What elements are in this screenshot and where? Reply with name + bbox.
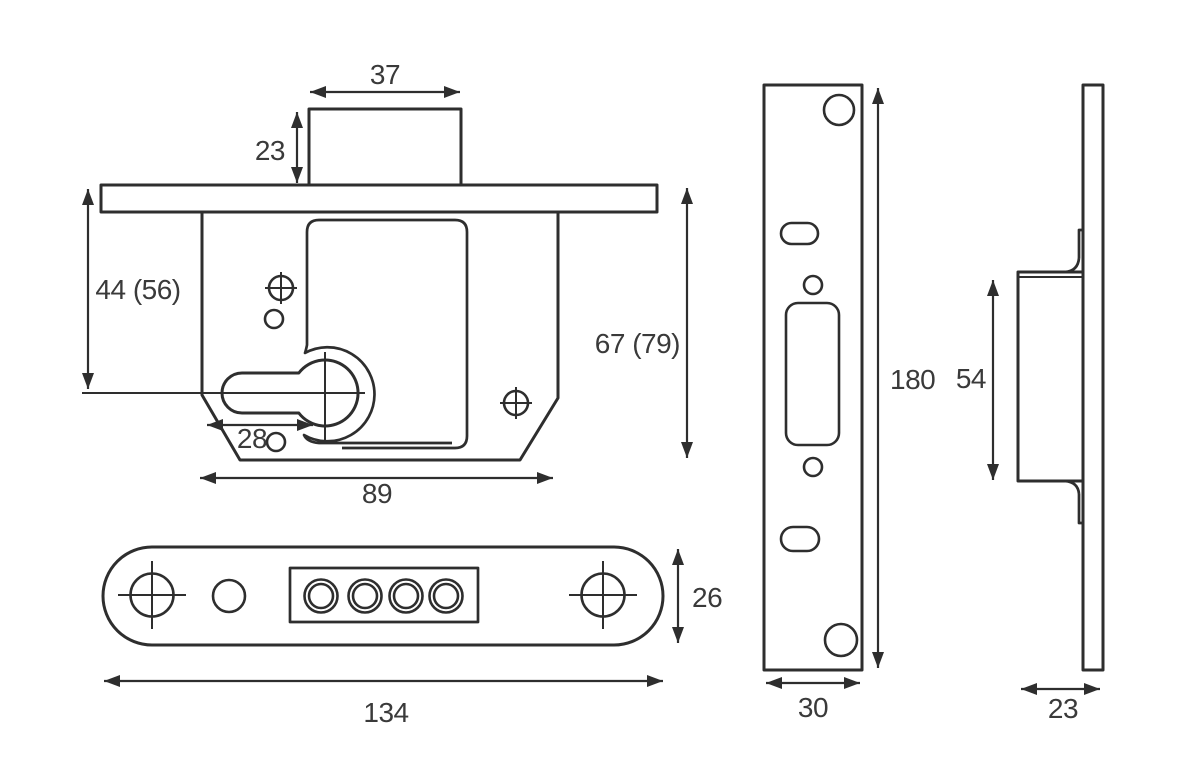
profile-faceplate-strip (1081, 83, 1105, 672)
dim-label-bolt-width: 37 (370, 59, 400, 90)
roller-pin-2 (347, 578, 383, 614)
dim-label-forend-height: 180 (890, 364, 935, 395)
faceplate-outline (101, 545, 665, 647)
forend-front-view: 180 30 (762, 83, 936, 723)
dim-label-faceplate-width: 134 (363, 697, 408, 728)
side-profile-view: 54 23 (956, 83, 1105, 724)
dim-label-profile-case-height: 54 (956, 363, 986, 394)
dim-label-edge-to-centre: 28 (237, 423, 267, 454)
dimension-profile-depth: 23 (1021, 683, 1100, 724)
forend-hole-top (822, 93, 856, 127)
dimension-bolt-width: 37 (310, 59, 460, 98)
forend-bolt-aperture (784, 301, 841, 447)
dimension-profile-case-height: 54 (956, 280, 999, 480)
dimension-forend-height: 180 (872, 88, 936, 668)
lock-case-side-view: 37 23 44 (56) 67 (79) 28 (82, 59, 693, 509)
faceplate-edge-bar (99, 183, 659, 214)
small-hole-lower (265, 431, 287, 453)
profile-tab-bottom (1064, 479, 1083, 525)
dim-label-forend-width: 30 (798, 692, 828, 723)
deadbolt-outline (307, 107, 463, 188)
roller-pin-1 (303, 578, 339, 614)
dimension-faceplate-width: 134 (104, 675, 663, 728)
forend-hole-bottom (823, 622, 859, 658)
roller-pin-3 (388, 578, 424, 614)
dim-label-top-to-centre: 44 (56) (95, 274, 180, 305)
dim-label-faceplate-height: 26 (692, 582, 722, 613)
dimension-bolt-height: 23 (255, 112, 303, 183)
dimension-case-height: 67 (79) (595, 188, 693, 458)
forend-slot-upper (779, 221, 820, 246)
forend-small-hole-lower (802, 456, 824, 478)
dimension-top-to-centre: 44 (56) (82, 189, 181, 389)
dim-label-case-height: 67 (79) (595, 328, 680, 359)
dim-label-profile-depth: 23 (1048, 693, 1078, 724)
profile-lock-case (1016, 270, 1085, 483)
forend-slot-lower (779, 525, 821, 553)
dimension-faceplate-height: 26 (672, 549, 723, 643)
screw-hole-upper (265, 272, 297, 304)
dim-label-case-width: 89 (362, 478, 392, 509)
faceplate-screw-left (118, 561, 186, 629)
roller-pin-4 (428, 578, 464, 614)
forend-small-hole-upper (802, 274, 824, 296)
profile-tab-top (1064, 228, 1083, 274)
small-hole-upper (263, 308, 285, 330)
faceplate-front-view: 26 134 (101, 545, 723, 728)
dim-label-bolt-height: 23 (255, 135, 285, 166)
dimension-case-width: 89 (200, 472, 553, 509)
dimension-forend-width: 30 (766, 677, 860, 723)
screw-hole-right (500, 387, 532, 419)
faceplate-small-hole (211, 578, 247, 614)
cover-plate-cam-cutout (302, 218, 469, 450)
bolt-aperture (288, 566, 480, 624)
dimension-edge-to-centre: 28 (207, 419, 313, 454)
faceplate-screw-right (569, 561, 637, 629)
